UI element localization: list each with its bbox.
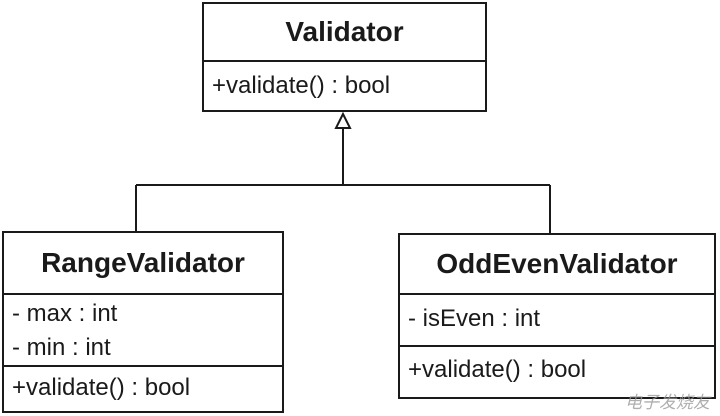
attribute: - min : int bbox=[12, 334, 111, 361]
class-name: Validator bbox=[204, 4, 485, 62]
attribute: - isEven : int bbox=[408, 305, 541, 332]
class-name: RangeValidator bbox=[4, 233, 282, 295]
class-range-validator: RangeValidator - max : int - min : int +… bbox=[2, 231, 284, 413]
operations-section: +validate() : bool bbox=[4, 367, 282, 411]
operation: +validate() : bool bbox=[212, 72, 391, 99]
operation: +validate() : bool bbox=[408, 356, 587, 383]
attributes-section: - max : int - min : int bbox=[4, 295, 282, 367]
class-name: OddEvenValidator bbox=[400, 235, 714, 295]
operations-section: +validate() : bool bbox=[204, 62, 485, 110]
operations-section: +validate() : bool bbox=[400, 347, 714, 397]
class-odd-even-validator: OddEvenValidator - isEven : int +validat… bbox=[398, 233, 716, 399]
attributes-section: - isEven : int bbox=[400, 295, 714, 347]
operation: +validate() : bool bbox=[12, 374, 191, 401]
generalization-arrowhead bbox=[334, 111, 352, 129]
watermark: 电子发烧友 bbox=[625, 393, 710, 412]
class-validator: Validator +validate() : bool bbox=[202, 2, 487, 112]
attribute: - max : int bbox=[12, 300, 118, 327]
